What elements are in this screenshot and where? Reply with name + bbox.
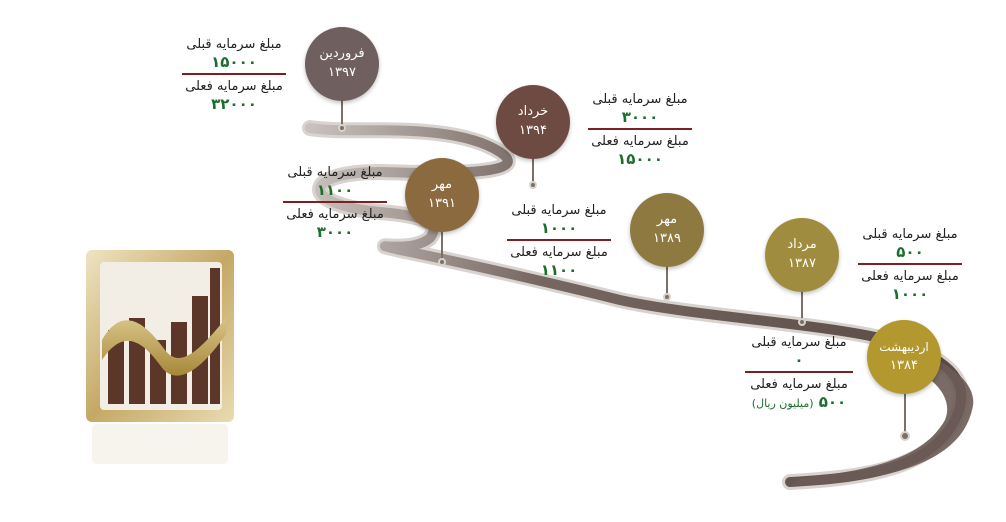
milestone-year: ۱۳۹۴ xyxy=(519,123,547,138)
before-value: ۰ xyxy=(794,351,804,369)
before-value: ۱۵۰۰۰ xyxy=(211,53,257,71)
info-1387: مبلغ سرمایه قبلی ۵۰۰ مبلغ سرمایه فعلی ۱۰… xyxy=(858,226,962,304)
pin-1394 xyxy=(532,156,534,186)
pin-1397 xyxy=(341,96,343,128)
after-value: ۱۱۰۰ xyxy=(540,261,578,279)
after-label: مبلغ سرمایه فعلی xyxy=(286,207,384,222)
milestone-1384: اردیبهشت ۱۳۸۴ xyxy=(867,320,941,394)
pin-1389 xyxy=(666,265,668,297)
milestone-1394: خرداد ۱۳۹۴ xyxy=(496,85,570,159)
chart-logo-icon xyxy=(86,250,234,500)
after-value: ۳۰۰۰ xyxy=(316,223,354,241)
dot-1389 xyxy=(663,293,671,301)
milestone-month: مرداد xyxy=(787,237,817,252)
info-1397: مبلغ سرمایه قبلی ۱۵۰۰۰ مبلغ سرمایه فعلی … xyxy=(182,36,286,114)
dot-1384 xyxy=(900,431,910,441)
info-1394: مبلغ سرمایه قبلی ۳۰۰۰ مبلغ سرمایه فعلی ۱… xyxy=(588,91,692,169)
milestone-year: ۱۳۸۷ xyxy=(788,256,816,271)
milestone-year: ۱۳۸۹ xyxy=(653,231,681,246)
before-label: مبلغ سرمایه قبلی xyxy=(287,165,383,180)
dot-1391 xyxy=(438,258,446,266)
unit-label: (میلیون ریال) xyxy=(751,397,814,410)
before-label: مبلغ سرمایه قبلی xyxy=(186,37,282,52)
pin-1391 xyxy=(441,230,443,262)
separator xyxy=(588,128,692,130)
separator xyxy=(283,201,387,203)
milestone-year: ۱۳۸۴ xyxy=(890,358,918,373)
after-value: ۱۵۰۰۰ xyxy=(617,150,663,168)
milestone-month: فروردین xyxy=(319,46,365,61)
before-value: ۱۱۰۰ xyxy=(316,181,354,199)
before-value: ۵۰۰ xyxy=(896,243,924,261)
pin-1384 xyxy=(904,392,906,434)
before-value: ۳۰۰۰ xyxy=(621,108,659,126)
milestone-month: خرداد xyxy=(517,104,549,119)
info-1391: مبلغ سرمایه قبلی ۱۱۰۰ مبلغ سرمایه فعلی ۳… xyxy=(283,164,387,242)
info-1384: مبلغ سرمایه قبلی ۰ مبلغ سرمایه فعلی ۵۰۰ … xyxy=(745,334,853,413)
after-value: ۳۲۰۰۰ xyxy=(211,95,257,113)
before-label: مبلغ سرمایه قبلی xyxy=(592,92,688,107)
dot-1397 xyxy=(338,124,346,132)
after-value: ۵۰۰ xyxy=(818,393,847,411)
milestone-month: مهر xyxy=(431,177,453,192)
separator xyxy=(745,371,853,373)
milestone-1391: مهر ۱۳۹۱ xyxy=(405,158,479,232)
milestone-year: ۱۳۹۱ xyxy=(428,196,456,211)
milestone-1389: مهر ۱۳۸۹ xyxy=(630,193,704,267)
after-label: مبلغ سرمایه فعلی xyxy=(861,269,959,284)
separator xyxy=(507,239,611,241)
milestone-1387: مرداد ۱۳۸۷ xyxy=(765,218,839,292)
after-value-row: ۵۰۰ (میلیون ریال) xyxy=(745,393,853,413)
before-value: ۱۰۰۰ xyxy=(540,219,578,237)
pin-1387 xyxy=(801,288,803,322)
milestone-month: اردیبهشت xyxy=(879,340,929,354)
after-label: مبلغ سرمایه فعلی xyxy=(750,377,848,392)
info-1389: مبلغ سرمایه قبلی ۱۰۰۰ مبلغ سرمایه فعلی ۱… xyxy=(507,202,611,280)
dot-1387 xyxy=(798,318,806,326)
after-label: مبلغ سرمایه فعلی xyxy=(591,134,689,149)
dot-1394 xyxy=(529,181,537,189)
milestone-1397: فروردین ۱۳۹۷ xyxy=(305,27,379,101)
milestone-year: ۱۳۹۷ xyxy=(328,65,356,80)
separator xyxy=(182,73,286,75)
before-label: مبلغ سرمایه قبلی xyxy=(751,335,847,350)
separator xyxy=(858,263,962,265)
after-label: مبلغ سرمایه فعلی xyxy=(510,245,608,260)
after-label: مبلغ سرمایه فعلی xyxy=(185,79,283,94)
after-value: ۱۰۰۰ xyxy=(891,285,929,303)
before-label: مبلغ سرمایه قبلی xyxy=(862,227,958,242)
before-label: مبلغ سرمایه قبلی xyxy=(511,203,607,218)
milestone-month: مهر xyxy=(656,212,678,227)
